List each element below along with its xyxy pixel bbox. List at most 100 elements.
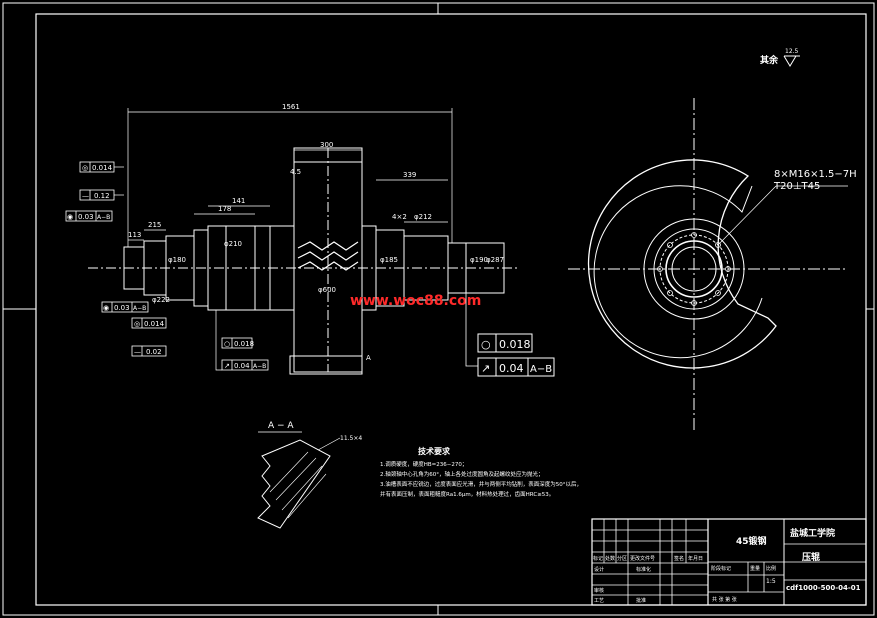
svg-text:178: 178 (218, 205, 231, 213)
svg-text:并有表面压制，表面粗糙度Ra1.6μm，材料热处理过，齿面H: 并有表面压制，表面粗糙度Ra1.6μm，材料热处理过，齿面HRC≥53。 (380, 490, 554, 498)
svg-text:0.02: 0.02 (146, 348, 162, 356)
svg-text:↗: ↗ (481, 362, 490, 375)
big-tolerance-frames: ○ 0.018 ↗ 0.04 A−B (465, 293, 555, 377)
svg-text:处数: 处数 (605, 555, 615, 562)
svg-text:○: ○ (224, 340, 230, 348)
svg-text:T20⊥T45: T20⊥T45 (773, 181, 820, 192)
svg-text:cdf1000-500-04-01: cdf1000-500-04-01 (786, 584, 861, 592)
svg-text:◉: ◉ (67, 213, 73, 221)
svg-text:113: 113 (128, 231, 141, 239)
svg-text:A: A (366, 354, 371, 362)
svg-text:A−B: A−B (253, 363, 266, 370)
left-tolerance-frames: ◎ 0.014 — 0.12 ◉ 0.03 A−B ◉ 0.03 A−B (65, 161, 167, 357)
svg-text:0.014: 0.014 (144, 320, 165, 328)
tol-frame-left-3: ◉ 0.03 A−B (65, 210, 113, 222)
svg-text:45锻钢: 45锻钢 (736, 535, 767, 547)
svg-text:141: 141 (232, 197, 245, 205)
svg-text:◎: ◎ (134, 320, 140, 328)
svg-text:共 张 第 张: 共 张 第 张 (712, 596, 737, 603)
centering-marks (3, 3, 874, 615)
svg-text:φ222: φ222 (152, 296, 170, 304)
svg-text:A − A: A − A (268, 421, 294, 431)
svg-text:批准: 批准 (636, 597, 646, 604)
shaft-main-view (88, 147, 520, 375)
tol-frame-mid-1: ○ 0.018 (221, 337, 254, 349)
svg-text:◉: ◉ (103, 304, 109, 312)
dimension-texts: 1561 300 339 141 178 215 113 4.5 4×2 φ21… (128, 103, 504, 362)
watermark: www.woc88.com (350, 293, 481, 309)
svg-text:标记: 标记 (593, 555, 603, 562)
svg-text:1:5: 1:5 (766, 578, 776, 585)
svg-text:1561: 1561 (282, 103, 300, 111)
tol-frame-left-5: ◎ 0.014 (131, 317, 167, 329)
tol-frame-left-2: — 0.12 (79, 189, 124, 201)
svg-text:盐城工学院: 盐城工学院 (790, 527, 835, 539)
title-block-texts: 45锻钢 盐城工学院 压辊 cdf1000-500-04-01 1:5 阶段标记… (593, 527, 861, 604)
svg-text:11.5×4: 11.5×4 (340, 435, 362, 442)
svg-text:215: 215 (148, 221, 161, 229)
tol-frame-left-4: ◉ 0.03 A−B (101, 301, 149, 313)
svg-text:标准化: 标准化 (636, 566, 651, 573)
surface-finish-note: 其余 12.5 (760, 48, 800, 67)
svg-text:压辊: 压辊 (802, 551, 820, 563)
svg-text:年月日: 年月日 (688, 555, 703, 562)
svg-text:4.5: 4.5 (290, 168, 301, 176)
svg-text:A−B: A−B (97, 214, 110, 221)
svg-text:0.03: 0.03 (78, 213, 94, 221)
sheet-inner-border (35, 13, 867, 606)
svg-text:0.04: 0.04 (499, 362, 524, 375)
svg-text:300: 300 (320, 141, 333, 149)
svg-text:0.12: 0.12 (94, 192, 110, 200)
svg-text:—: — (134, 348, 141, 356)
svg-text:φ180: φ180 (168, 256, 186, 264)
dimension-lines (127, 108, 453, 247)
svg-text:0.03: 0.03 (114, 304, 130, 312)
svg-text:A−B: A−B (530, 364, 552, 375)
svg-text:设计: 设计 (594, 566, 604, 573)
svg-text:φ190: φ190 (470, 256, 488, 264)
svg-text:工艺: 工艺 (594, 598, 604, 604)
tol-frame-big-2: ↗ 0.04 A−B (477, 357, 555, 377)
svg-text:◎: ◎ (82, 164, 88, 172)
end-view-notes: 8×M16×1.5−7H T20⊥T45 (773, 169, 857, 192)
svg-text:φ185: φ185 (380, 256, 398, 264)
svg-text:0.04: 0.04 (234, 362, 250, 370)
svg-text:339: 339 (403, 171, 416, 179)
svg-text:更改文件号: 更改文件号 (630, 555, 655, 562)
svg-text:—: — (82, 192, 89, 200)
svg-text:0.018: 0.018 (499, 338, 531, 351)
section-a-a: A − A 11.5×4 (257, 421, 362, 529)
svg-text:2.轴颈轴中心孔角为60°，轴上各处过度圆角及起螺纹处应为抛: 2.轴颈轴中心孔角为60°，轴上各处过度圆角及起螺纹处应为抛光； (380, 470, 544, 478)
svg-text:签名: 签名 (674, 555, 684, 562)
svg-text:12.5: 12.5 (785, 48, 799, 55)
svg-text:8×M16×1.5−7H: 8×M16×1.5−7H (774, 169, 857, 180)
tol-frame-left-1: ◎ 0.014 (79, 161, 124, 173)
mid-tolerance-frames: ○ 0.018 ↗ 0.04 A−B (215, 310, 269, 371)
svg-text:1.调质硬度，硬度HB=236−270；: 1.调质硬度，硬度HB=236−270； (380, 460, 467, 468)
svg-text:φ212: φ212 (414, 213, 432, 221)
tol-frame-left-6: — 0.02 (131, 345, 167, 357)
svg-text:重量: 重量 (750, 565, 760, 572)
end-view (568, 98, 848, 430)
svg-text:φ287: φ287 (486, 256, 504, 264)
svg-text:○: ○ (481, 338, 491, 351)
tol-frame-big-1: ○ 0.018 (477, 333, 533, 353)
svg-text:φ600: φ600 (318, 286, 336, 294)
tech-requirements: 技术要求 1.调质硬度，硬度HB=236−270； 2.轴颈轴中心孔角为60°，… (380, 446, 582, 498)
title-block (591, 518, 867, 606)
svg-text:技术要求: 技术要求 (418, 446, 451, 456)
svg-text:0.018: 0.018 (234, 340, 254, 348)
svg-text:4×2: 4×2 (392, 213, 407, 221)
svg-text:审核: 审核 (594, 587, 604, 594)
svg-text:↗: ↗ (224, 362, 230, 370)
svg-text:A−B: A−B (133, 305, 146, 312)
svg-text:比例: 比例 (766, 565, 776, 572)
svg-text:3.油槽表面不应锐边，过度表面应光滑，并与两侧平均钻削，表面: 3.油槽表面不应锐边，过度表面应光滑，并与两侧平均钻削，表面深度为50°以后， (380, 480, 582, 488)
svg-text:φ210: φ210 (224, 240, 242, 248)
tol-frame-mid-2: ↗ 0.04 A−B (221, 359, 269, 371)
svg-text:其余: 其余 (760, 54, 779, 66)
svg-text:阶段标记: 阶段标记 (711, 565, 731, 572)
svg-text:0.014: 0.014 (92, 164, 113, 172)
svg-text:分区: 分区 (617, 555, 627, 562)
